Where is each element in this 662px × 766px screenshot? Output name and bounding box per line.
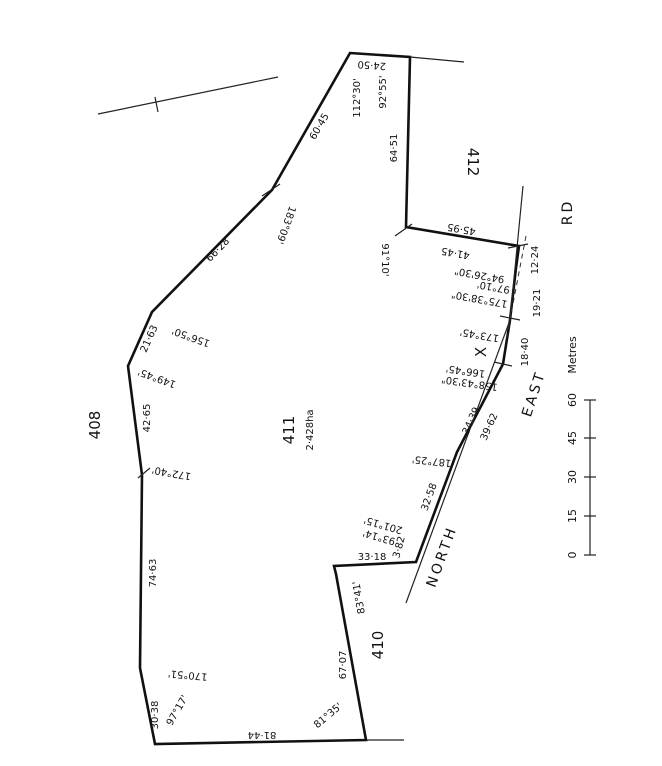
dimension-label: 39·62 <box>479 412 501 443</box>
corner-mark <box>137 467 151 479</box>
road-name-east: EAST <box>519 369 549 419</box>
reference-line-tick <box>154 96 159 113</box>
dimension-label: 18·40 <box>520 338 531 367</box>
corner-mark <box>394 223 413 237</box>
x-marker: X <box>472 347 490 357</box>
bearing-label: 92°55' <box>378 75 389 108</box>
bearing-label: 156°50' <box>171 324 212 348</box>
dimension-label: 41·45 <box>441 245 471 261</box>
bearing-label: 187°25' <box>411 453 451 468</box>
corner-mark <box>493 361 513 367</box>
dimension-label: 64·51 <box>389 134 400 163</box>
road-line <box>509 185 524 321</box>
bearing-label: 173°45' <box>459 326 500 344</box>
scale-tick-label: 30 <box>566 470 579 484</box>
scale-tick-label: 45 <box>566 431 579 445</box>
dimension-label: 30·38 <box>150 701 161 730</box>
corner-mark <box>507 243 529 249</box>
road-name-north: NORTH <box>424 524 461 590</box>
reference-line <box>97 76 279 115</box>
dimension-label: 60·45 <box>308 112 332 142</box>
bearing-label: 166°45' <box>445 362 486 378</box>
bearing-label: 97°17' <box>165 694 191 728</box>
dimension-label: 33·18 <box>358 552 387 563</box>
bearing-label: 91°10' <box>379 243 390 276</box>
bearing-label: 81°35' <box>312 701 345 731</box>
lot-number-412: 412 <box>464 148 482 177</box>
dimension-label: 66·28 <box>204 236 232 264</box>
lot-number-408: 408 <box>86 411 104 440</box>
bearing-label: 112°30' <box>352 78 363 118</box>
dimension-label: 45·95 <box>447 221 477 237</box>
lot-area: 2·428ha <box>305 409 316 450</box>
scale-tick-label: 0 <box>566 552 579 559</box>
lot-number-410: 410 <box>369 631 387 660</box>
road-line <box>405 319 511 604</box>
dimension-label: 12·24 <box>530 246 541 275</box>
dimension-label: 21·63 <box>139 324 161 355</box>
bearing-label: 83°41' <box>351 580 368 615</box>
dimension-label: 24·50 <box>357 58 386 71</box>
dimension-label: 34·39 <box>461 406 483 437</box>
road-name-rd: RD <box>560 199 576 226</box>
dimension-label: 74·63 <box>148 559 159 588</box>
scale-tick-label: 15 <box>566 509 579 523</box>
scale-tick-label: 60 <box>566 393 579 407</box>
corner-mark <box>261 183 281 197</box>
scale-unit-label: Metres <box>566 336 579 374</box>
dimension-label: 19·21 <box>532 289 543 318</box>
bearing-label: 170°51' <box>168 667 208 681</box>
dimension-label: 42·65 <box>142 404 153 433</box>
lot-number-411: 411 <box>280 416 298 445</box>
dimension-label: 81·44 <box>248 729 277 740</box>
bearing-label: 149°45' <box>137 365 178 389</box>
bearing-label: 183°09' <box>273 204 297 245</box>
lot-411-boundary <box>126 51 521 746</box>
corner-mark <box>499 315 521 321</box>
dimension-label: 67·07 <box>338 651 349 680</box>
boundary-extension-line <box>409 56 465 63</box>
bearing-label: 172°40' <box>151 464 192 482</box>
